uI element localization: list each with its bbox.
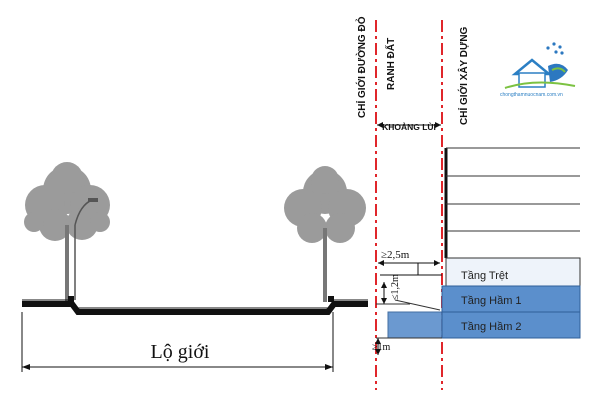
road-surface xyxy=(22,296,368,315)
tree-left xyxy=(24,162,110,302)
watermark-text: chongthamnuocnam.com.vn xyxy=(500,92,563,98)
ranh-dat-label: RANH ĐẤT xyxy=(384,38,397,90)
building-upper-floors xyxy=(444,147,580,259)
ge-1m-dimension: ≥1m xyxy=(372,338,390,355)
tree-right xyxy=(284,166,366,302)
tang-ham-2-floor: Tầng Hầm 2 xyxy=(441,311,581,339)
tang-ham-1-floor: Tầng Hầm 1 xyxy=(441,285,581,313)
basement-projection xyxy=(376,299,443,339)
watermark-logo: chongthamnuocnam.com.vn xyxy=(500,42,576,98)
ge-1m-label: ≥1m xyxy=(372,342,390,353)
tang-tret-label: Tầng Trệt xyxy=(461,270,508,282)
lo-gioi-label: Lộ giới xyxy=(151,341,210,363)
ge-2-5m-label: ≥2,5m xyxy=(381,249,410,261)
chi-gioi-xay-dung-label: CHỈ GIỚI XÂY DỰNG xyxy=(457,26,470,125)
tang-ham-1-label: Tầng Hầm 1 xyxy=(461,295,522,307)
tang-tret-floor: Tầng Trệt xyxy=(445,257,581,287)
house-logo-icon xyxy=(504,42,576,89)
le-1-2m-label: ≤1,2m xyxy=(390,274,401,300)
lo-gioi-dimension: Lộ giới xyxy=(21,312,334,372)
tang-ham-2-label: Tầng Hầm 2 xyxy=(461,321,522,333)
ge-2-5m-dimension: ≥2,5m xyxy=(378,249,442,276)
khoang-lui-label: KHOẢNG LÙI xyxy=(382,121,436,132)
le-1-2m-dimension: ≤1,2m xyxy=(381,274,401,304)
chi-gioi-duong-do-label: CHỈ GIỚI ĐƯỜNG ĐỎ xyxy=(355,16,368,118)
khoang-lui-dimension: KHOẢNG LÙI xyxy=(377,121,441,132)
